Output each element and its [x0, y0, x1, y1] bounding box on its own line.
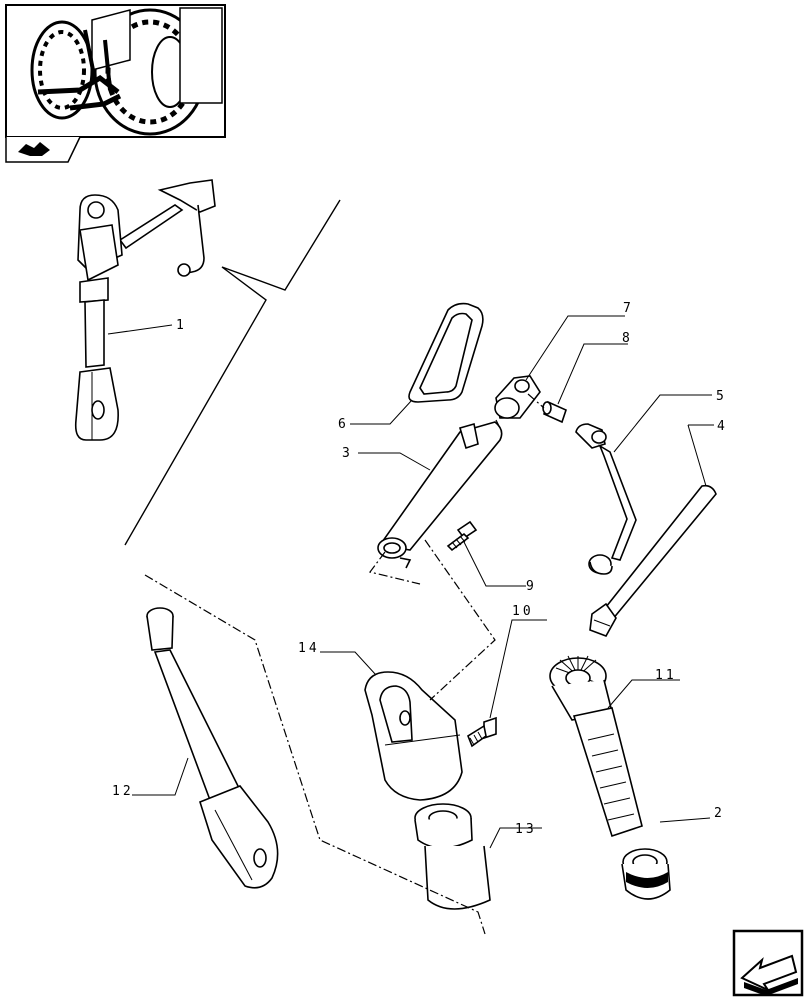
- assembly-line-pin: [495, 393, 545, 429]
- callout-7: 7: [623, 301, 631, 316]
- part-7-cap: [494, 375, 541, 419]
- part-5-handle: [575, 423, 637, 575]
- previous-page-button[interactable]: [732, 929, 804, 997]
- leader-5: [613, 394, 712, 453]
- separator-line: [124, 199, 341, 546]
- assembly-line-left: [144, 574, 486, 935]
- leader-12: [132, 757, 189, 796]
- callout-8: 8: [622, 331, 630, 346]
- leader-lines: [107, 315, 714, 849]
- callout-6: 6: [338, 417, 346, 432]
- leader-7: [525, 315, 625, 381]
- part-10-bolt: [467, 716, 497, 748]
- previous-page-arrow-icon: [740, 954, 798, 996]
- leader-10: [489, 619, 547, 719]
- callout-9: 9: [526, 579, 534, 594]
- tractor-thumbnail-icon: [30, 7, 223, 136]
- callout-1: 1: [176, 318, 184, 333]
- leader-14: [320, 651, 377, 676]
- leader-2: [659, 817, 711, 823]
- part-8-pin: [542, 400, 567, 424]
- view-direction-icon: [5, 136, 81, 163]
- callout-labels: 1 2 3 4 5 6 7 8 9 10 11 12 13 14: [112, 301, 725, 837]
- part-12-link-tube: [146, 607, 279, 889]
- callout-14: 14: [298, 641, 320, 656]
- leader-1: [107, 324, 173, 335]
- callout-10: 10: [512, 604, 534, 619]
- part-4-rod: [589, 484, 717, 637]
- leader-9: [463, 541, 526, 587]
- assembly-line-right: [424, 539, 496, 701]
- leader-11: [607, 679, 680, 709]
- assembly-line-tube: [368, 551, 421, 585]
- location-thumbnail[interactable]: [5, 4, 226, 138]
- callout-11: 11: [655, 668, 677, 683]
- part-11-gear-bolt: [549, 655, 643, 838]
- leader-3: [358, 452, 431, 471]
- part-6-clip: [408, 302, 484, 403]
- part-2-ring-nut: [621, 848, 671, 900]
- callout-2: 2: [714, 806, 722, 821]
- callout-5: 5: [716, 389, 724, 404]
- leader-8: [557, 343, 628, 405]
- part-14-clevis: [364, 671, 463, 801]
- leader-6: [350, 399, 413, 425]
- callout-12: 12: [112, 784, 134, 799]
- part-1-lift-link-assembly: [74, 179, 216, 441]
- callout-13: 13: [515, 822, 537, 837]
- part-9-screw: [446, 520, 478, 552]
- leader-13: [489, 827, 542, 849]
- callout-4: 4: [717, 419, 725, 434]
- callout-3: 3: [342, 446, 350, 461]
- part-13-sleeve: [414, 803, 491, 910]
- part-3-tube: [377, 421, 503, 569]
- leader-4: [687, 424, 714, 487]
